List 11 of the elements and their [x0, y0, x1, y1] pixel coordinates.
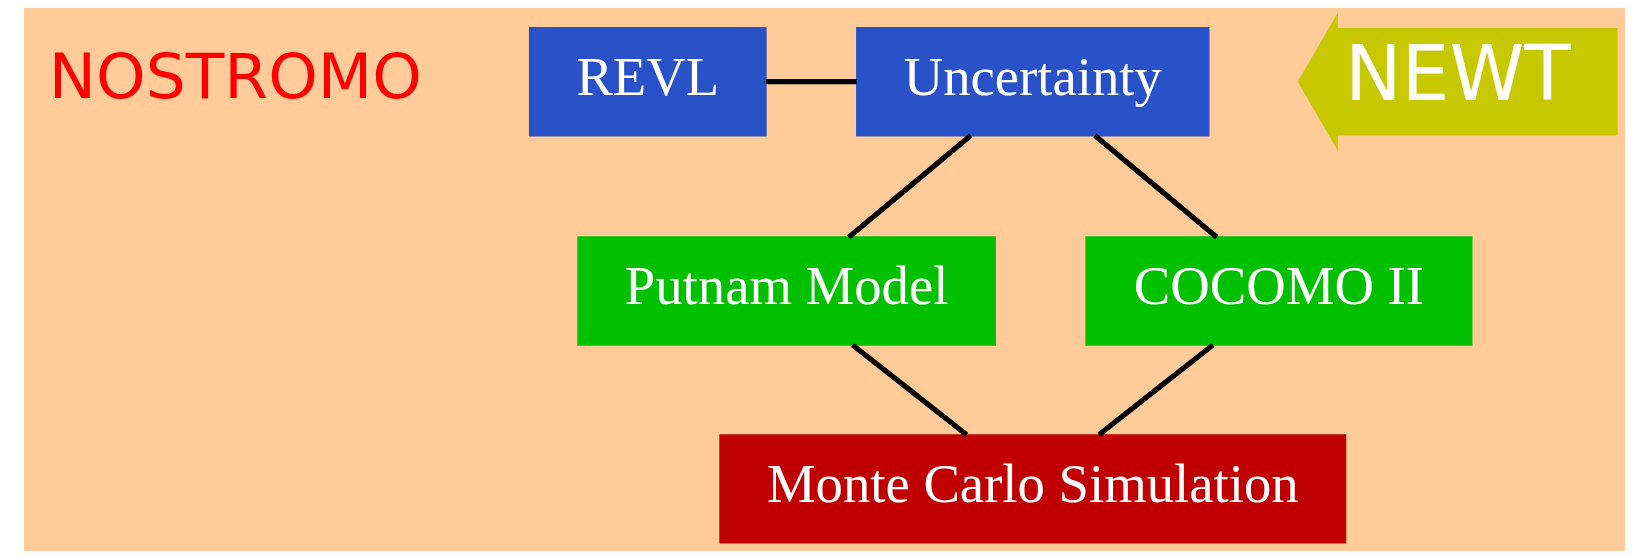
connector [1092, 133, 1219, 240]
node-box: Putnam Model [576, 236, 996, 346]
node-box: Uncertainty [855, 27, 1209, 137]
node-text: NOSTROMO [48, 38, 422, 113]
node-box: COCOMO II [1084, 236, 1472, 346]
connector [850, 342, 968, 437]
node-box: Monte Carlo Simulation [718, 434, 1346, 544]
connector [765, 79, 857, 85]
connector [1096, 342, 1215, 437]
node-box: REVL [528, 27, 767, 137]
connector [846, 133, 972, 240]
